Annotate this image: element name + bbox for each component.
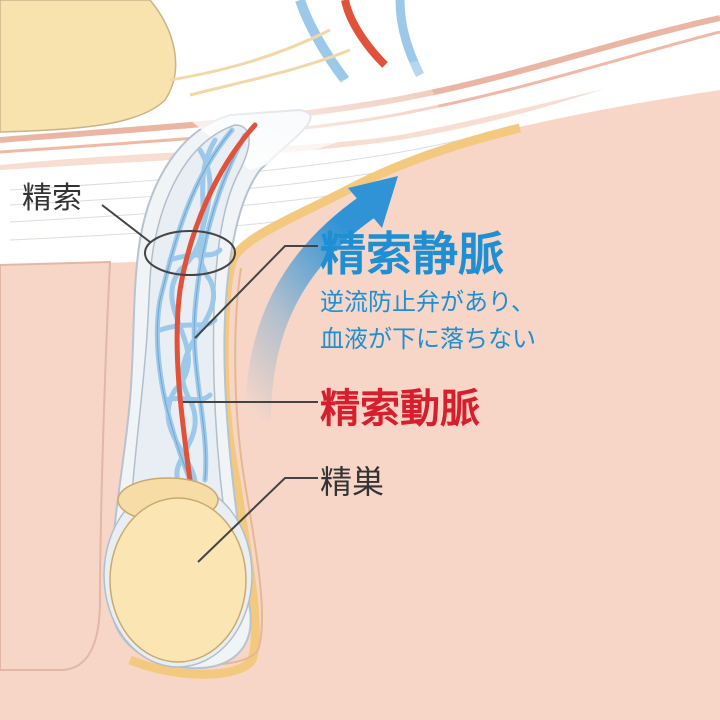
venous-flow-arrow-head: [348, 176, 398, 228]
thigh: [0, 260, 112, 671]
upper-vessel-artery: [341, 0, 388, 68]
valve-note-line2: 血液が下に落ちない: [320, 325, 536, 353]
bladder: [0, 0, 177, 133]
spermatic-vein-leader: [194, 245, 318, 339]
spermatic-artery-label: 精索動脈: [320, 386, 480, 432]
cord-sheath-fade: [190, 60, 440, 170]
leader-lines: [101, 204, 318, 563]
nerve-line-2: [189, 48, 351, 97]
venous-flow-arrow-shaft: [245, 194, 378, 421]
spermatic-artery: [174, 122, 258, 483]
nerve-line-1: [169, 28, 331, 82]
spermatic-cord-label: 精索: [22, 181, 82, 216]
spermatic-cord-marker: [144, 230, 236, 276]
testis-label: 精巣: [320, 463, 384, 501]
valve-note-line1: 逆流防止弁があり、: [320, 288, 535, 316]
testis-body: [109, 497, 247, 663]
inner-tunica: [127, 124, 250, 561]
testis-leader: [197, 477, 318, 563]
spermatic-vein-outline: [156, 129, 246, 481]
spermatic-vein-label: 精索静脈: [320, 227, 504, 281]
spermatic-cord-leader: [101, 204, 151, 243]
upper-vessel-vein: [295, 0, 350, 83]
testis: [103, 477, 253, 668]
